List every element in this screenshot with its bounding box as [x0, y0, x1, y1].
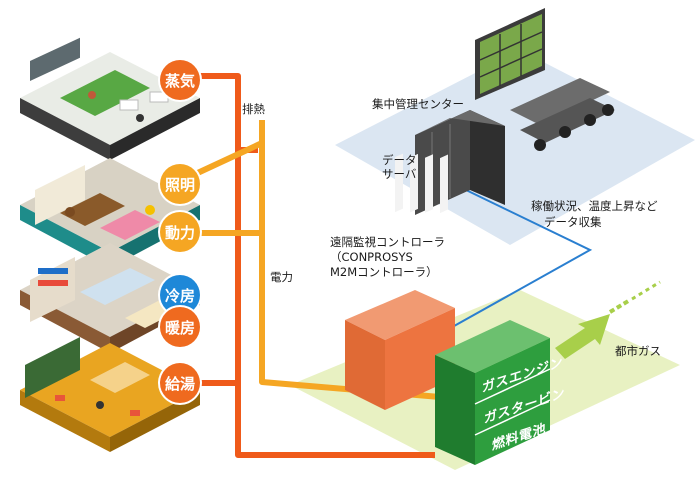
controller-label-line3: M2Mコントローラ）	[330, 265, 438, 279]
floor-hot-water	[20, 337, 200, 452]
status-label-line1: 稼働状況、温度上昇など	[531, 199, 658, 213]
city-gas-arrow	[555, 280, 661, 359]
cooling-badge-label: 冷房	[164, 286, 195, 305]
heating-badge-label: 暖房	[164, 318, 195, 337]
controller-label-line2: （CONPROSYS	[330, 250, 413, 264]
controller-label-line1: 遠隔監視コントローラ	[330, 235, 445, 249]
central-management-label: 集中管理センター	[372, 97, 464, 111]
status-label-line2: データ収集	[544, 215, 602, 229]
exhaust-heat-label: 排熱	[242, 102, 265, 116]
lighting-badge-label: 照明	[164, 175, 195, 194]
steam-badge: 蒸気	[160, 60, 200, 100]
floor-lighting	[20, 158, 200, 268]
power-badge: 動力	[160, 212, 200, 252]
electricity-label: 電力	[270, 270, 293, 284]
data-lines	[437, 189, 593, 336]
hot-water-badge: 給湯	[160, 363, 200, 403]
generator-unit	[435, 320, 551, 465]
data-server-label: データ サーバ	[382, 153, 417, 181]
hot-water-badge-label: 給湯	[164, 374, 195, 393]
heating-badge: 暖房	[160, 307, 200, 347]
lighting-badge: 照明	[160, 164, 200, 204]
power-badge-label: 動力	[164, 223, 195, 242]
steam-badge-label: 蒸気	[164, 71, 195, 90]
city-gas-label: 都市ガス	[615, 344, 661, 358]
floor-steam	[20, 37, 200, 160]
cooling-badge: 冷房	[160, 275, 200, 315]
